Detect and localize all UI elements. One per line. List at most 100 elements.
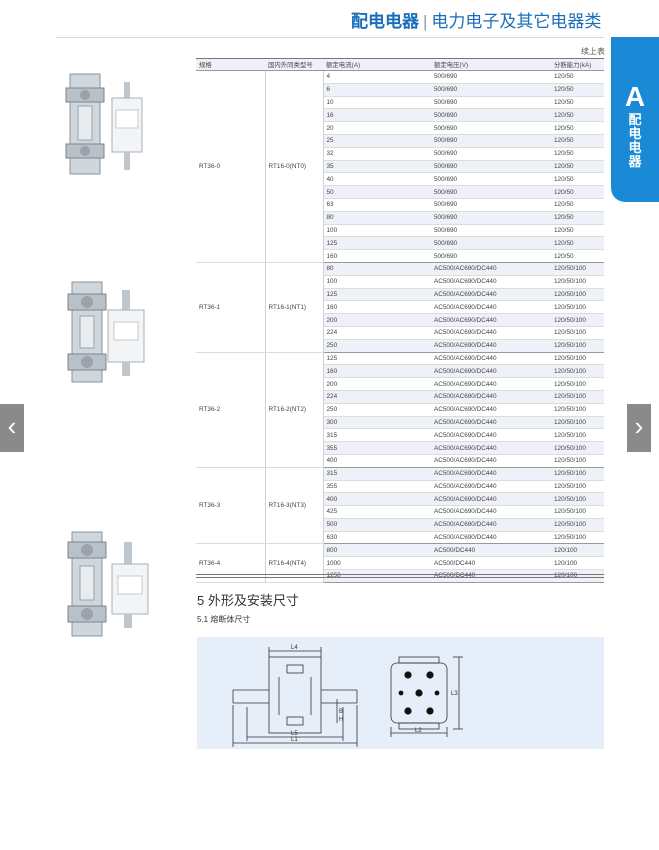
cell-current: 355 [323, 480, 431, 494]
header-separator: | [423, 12, 428, 31]
cell-breaking: 120/50/100 [551, 377, 604, 391]
cell-breaking: 120/50/100 [551, 467, 604, 481]
side-tab-char: 配 [628, 112, 642, 127]
section-title: 5 外形及安装尺寸 [197, 593, 299, 608]
cell-current: 300 [323, 416, 431, 430]
cell-voltage: AC500/AC690/DC440 [431, 403, 551, 417]
cell-breaking: 120/50/100 [551, 339, 604, 353]
table-header-row: 规格 国内外同类型号 额定电流(A) 额定电压(V) 分断能力(kA) [196, 58, 604, 71]
dim-label-l5: L5 [291, 731, 298, 737]
cell-breaking: 120/50 [551, 83, 604, 97]
cell-voltage: 500/690 [431, 224, 551, 238]
spec-table: 规格 国内外同类型号 额定电流(A) 额定电压(V) 分断能力(kA) RT36… [196, 58, 604, 583]
cell-current: 630 [323, 531, 431, 545]
fuse-photo-rt36-4 [67, 531, 149, 637]
cell-current: 250 [323, 339, 431, 353]
cell-breaking: 120/50/100 [551, 390, 604, 404]
cell-current: 400 [323, 454, 431, 468]
cell-current: 125 [323, 236, 431, 251]
cell-current: 80 [323, 211, 431, 225]
fuse-photo-rt36-0 [65, 73, 143, 175]
cell-voltage: 500/690 [431, 147, 551, 161]
cell-current: 100 [323, 224, 431, 238]
cell-current: 160 [323, 249, 431, 263]
cell-voltage: AC500/AC690/DC440 [431, 428, 551, 443]
cell-breaking: 120/50/100 [551, 313, 604, 327]
cell-current: 224 [323, 326, 431, 340]
cell-voltage: AC500/DC440 [431, 556, 551, 571]
cell-voltage: 500/690 [431, 96, 551, 110]
prev-page-button[interactable]: ‹ [0, 404, 24, 452]
cell-model: RT16-3(NT3) [265, 467, 324, 545]
cell-model: RT16-2(NT2) [265, 352, 324, 468]
dim-label-l2: L2 [415, 728, 422, 734]
cell-breaking: 120/50 [551, 70, 604, 84]
cell-current: 400 [323, 492, 431, 507]
cell-spec: RT36-2 [196, 352, 266, 468]
cell-voltage: AC500/AC690/DC440 [431, 339, 551, 353]
next-page-button[interactable]: › [627, 404, 651, 452]
cell-voltage: 500/690 [431, 108, 551, 123]
cell-current: 1250 [323, 569, 431, 583]
cell-breaking: 120/50/100 [551, 262, 604, 276]
col-header-model: 国内外同类型号 [265, 58, 323, 71]
cell-breaking: 120/50 [551, 108, 604, 123]
cell-breaking: 120/50/100 [551, 428, 604, 443]
cell-voltage: AC500/AC690/DC440 [431, 364, 551, 379]
cell-current: 4 [323, 70, 431, 84]
cell-current: 80 [323, 262, 431, 276]
cell-current: 315 [323, 428, 431, 443]
cell-voltage: AC500/AC690/DC440 [431, 300, 551, 315]
cell-voltage: AC500/AC690/DC440 [431, 288, 551, 302]
cell-current: 160 [323, 364, 431, 379]
cell-current: 35 [323, 160, 431, 174]
side-tab-letter: A [624, 81, 646, 112]
side-tab-char: 电 [628, 140, 642, 155]
cell-breaking: 120/50 [551, 198, 604, 212]
cell-voltage: 500/690 [431, 160, 551, 174]
cell-current: 200 [323, 313, 431, 327]
cell-voltage: 500/690 [431, 198, 551, 212]
cell-current: 425 [323, 505, 431, 519]
cell-current: 1000 [323, 556, 431, 571]
table-end-rule [196, 574, 604, 578]
side-tab-char: 电 [628, 126, 642, 141]
cell-voltage: AC500/AC690/DC440 [431, 492, 551, 507]
cell-voltage: 500/690 [431, 70, 551, 84]
cell-breaking: 120/100 [551, 569, 604, 583]
dim-label-l3: L3 [451, 691, 458, 697]
side-tab: A 配 电 电 器 [611, 37, 659, 202]
cell-breaking: 120/50/100 [551, 275, 604, 289]
cell-breaking: 120/50/100 [551, 492, 604, 507]
cell-voltage: 500/690 [431, 83, 551, 97]
cell-voltage: AC500/AC690/DC440 [431, 262, 551, 276]
cell-voltage: 500/690 [431, 249, 551, 263]
cell-current: 16 [323, 108, 431, 123]
dim-label-b: B [339, 709, 343, 715]
cell-breaking: 120/50/100 [551, 352, 604, 366]
header-rule [56, 37, 604, 38]
cell-current: 315 [323, 467, 431, 481]
cell-current: 125 [323, 288, 431, 302]
cell-breaking: 120/50 [551, 147, 604, 161]
cell-breaking: 120/100 [551, 556, 604, 571]
